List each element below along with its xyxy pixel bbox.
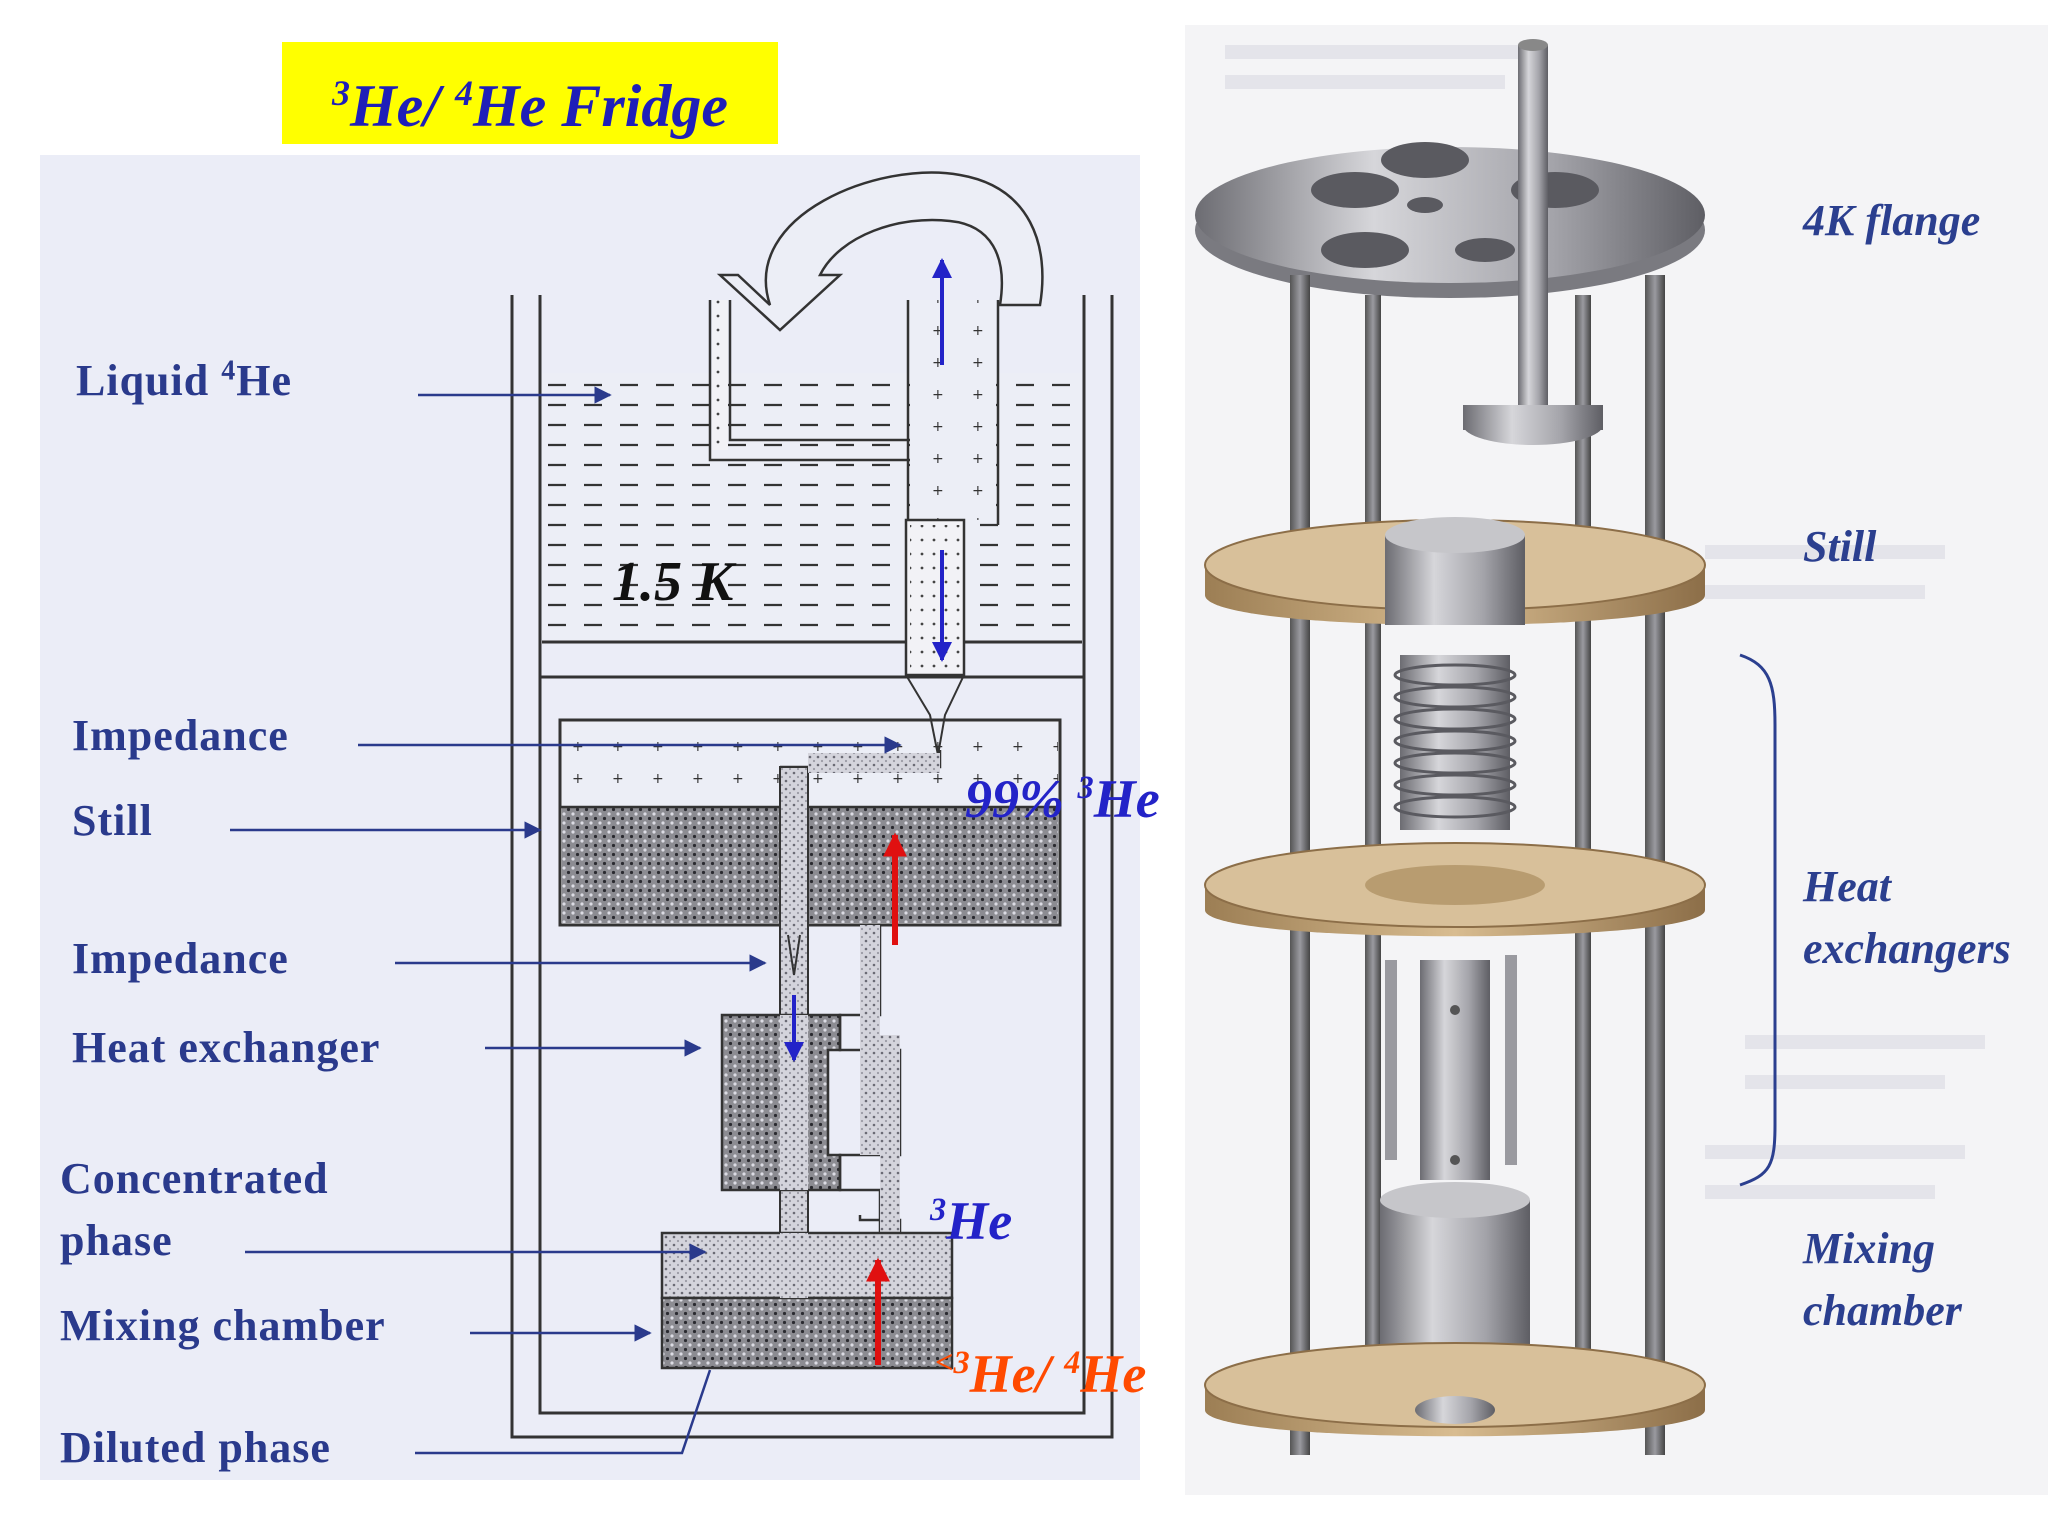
dewar-walls <box>510 295 1114 1439</box>
heat-exchangers-bracket <box>1739 653 1777 1187</box>
mixture-label: <3He/ 4He <box>935 1344 1147 1404</box>
fridge-insert-illustration <box>1185 25 2048 1495</box>
label-mixing-chamber-2: chamber <box>1803 1286 1962 1335</box>
label-heat-exchanger: Heat exchanger <box>72 1023 381 1072</box>
temperature-label: 1.5 K <box>612 551 734 613</box>
label-impedance-upper: Impedance <box>72 711 289 760</box>
label-phase: phase <box>60 1216 173 1265</box>
he3-circulation-arrows <box>784 258 952 1062</box>
label-pointers <box>230 386 902 1455</box>
label-heat-exchangers-1: Heat <box>1803 862 1891 911</box>
label-diluted-phase: Diluted phase <box>60 1423 331 1472</box>
he3-evaporation-arrows <box>866 832 907 1365</box>
heat-exchanger-plate <box>1204 842 1706 937</box>
label-impedance-lower: Impedance <box>72 934 289 983</box>
label-concentrated-phase: Concentrated <box>60 1154 329 1203</box>
label-mixing-chamber: Mixing chamber <box>60 1301 386 1350</box>
background-text-texture <box>1225 45 1985 1199</box>
title-banner: 3He/ 4He Fridge <box>282 42 778 144</box>
label-still-right: Still <box>1803 522 1877 571</box>
pump-tube <box>1518 45 1548 435</box>
label-heat-exchangers-2: exchangers <box>1803 924 2011 973</box>
still-plate <box>1204 517 1706 625</box>
bellows-heat-exchanger <box>1393 655 1517 830</box>
step-heat-exchanger <box>1385 955 1517 1180</box>
still-liquid <box>562 807 1058 923</box>
label-mixing-chamber-1: Mixing <box>1803 1224 1936 1273</box>
mixing-chamber-plate <box>1204 1342 1706 1437</box>
he3-label: 3He <box>930 1191 1013 1251</box>
pump-return-loop <box>716 171 1044 332</box>
label-4k-flange: 4K flange <box>1803 196 1981 245</box>
label-liquid-he4: Liquid 4He <box>76 355 292 405</box>
still-concentration-label: 99% 3He <box>965 769 1160 829</box>
label-still: Still <box>72 796 153 845</box>
dilution-fridge-schematic: + <box>40 155 1140 1480</box>
title: 3He/ 4He Fridge <box>332 73 728 139</box>
4k-flange <box>1195 142 1705 298</box>
diluted-phase <box>660 1296 954 1370</box>
